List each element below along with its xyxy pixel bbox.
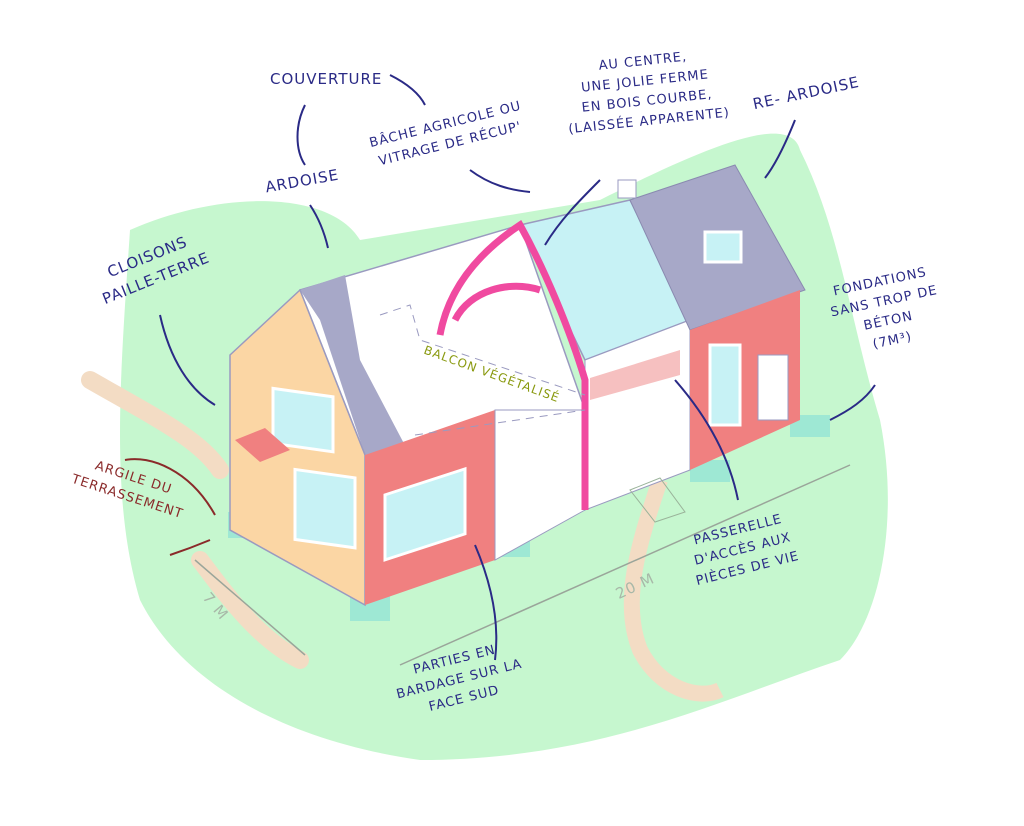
clay-arrows	[124, 458, 216, 556]
label-ferme: Au centre, une jolie ferme en bois courb…	[567, 49, 731, 138]
right-door	[757, 354, 789, 421]
dimension-line-20m	[399, 464, 851, 666]
curved-wooden-truss	[436, 219, 589, 510]
right-window	[708, 343, 742, 427]
chimney	[617, 179, 637, 199]
annotation-arrows	[159, 74, 876, 661]
front-window-left	[383, 466, 467, 562]
balcony-outline	[379, 304, 586, 436]
dimension-line-7m	[194, 559, 306, 656]
gable-window-lower	[293, 467, 357, 550]
dirt-path-front	[623, 477, 724, 702]
porch-awning	[235, 428, 290, 462]
skylight	[703, 230, 743, 264]
gangway-deck	[590, 350, 680, 400]
gable-window	[271, 386, 335, 454]
label-couverture: Couverture	[270, 70, 383, 88]
slate-roof-left	[300, 275, 410, 455]
entrance-steps	[629, 477, 686, 523]
